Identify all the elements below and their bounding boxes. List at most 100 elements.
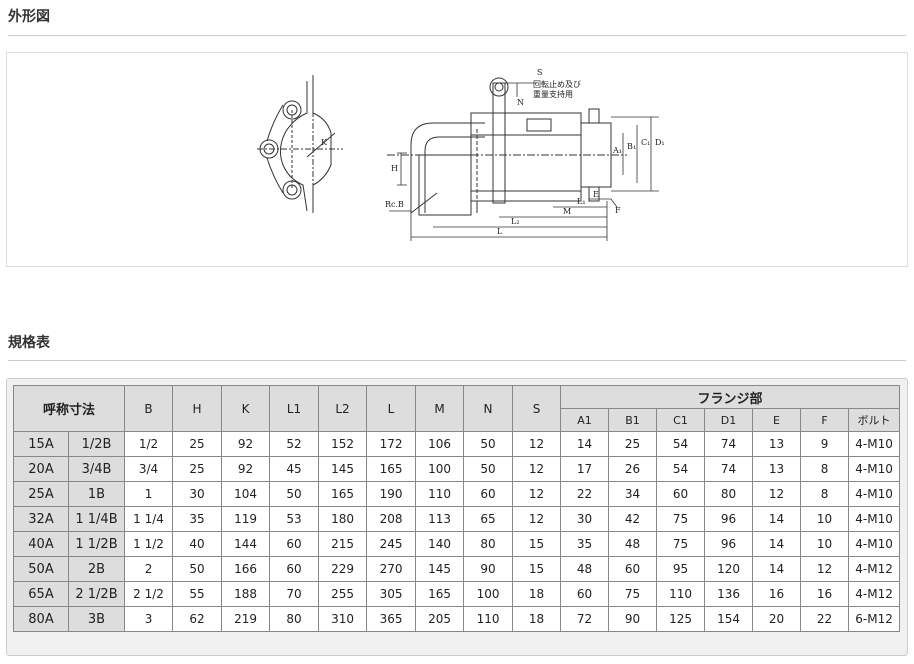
rotary-joint-drawing: S N 回転止め及び 重量支持用 K H A₁ B₁ C₁ D₁ E F L₁ … (257, 68, 665, 241)
table-cell: 45 (269, 456, 320, 482)
table-cell: 12 (512, 481, 562, 507)
dim-label-H: H (391, 164, 398, 173)
table-cell: 22 (800, 606, 850, 632)
table-cell: 1 1/4 (124, 506, 174, 532)
dim-label-S: S (537, 68, 542, 77)
spec-table-panel: 呼称寸法 B H K L1 L2 L M N S フランジ部 A1 B1 C1 … (6, 378, 908, 656)
table-cell: 3/4B (67, 456, 126, 482)
table-cell: 60 (560, 581, 610, 607)
table-cell: 1B (67, 481, 126, 507)
dim-label-F: F (615, 206, 621, 215)
table-cell: 100 (415, 456, 465, 482)
table-cell: 165 (415, 581, 465, 607)
col-header: M (415, 385, 465, 432)
table-cell: 90 (608, 606, 658, 632)
table-cell: 75 (656, 506, 706, 532)
table-cell: 4-M10 (848, 456, 901, 482)
table-cell: 3B (67, 606, 126, 632)
table-cell: 18 (512, 606, 562, 632)
table-cell: 10 (800, 506, 850, 532)
flange-col-header: E (752, 408, 802, 432)
table-cell: 40 (172, 531, 223, 557)
table-cell: 65A (13, 581, 69, 607)
dimension-lines (389, 82, 659, 241)
table-cell: 13 (752, 456, 802, 482)
table-cell: 166 (221, 556, 271, 582)
table-cell: 154 (704, 606, 754, 632)
table-cell: 92 (221, 456, 271, 482)
col-header: L2 (318, 385, 368, 432)
table-cell: 1/2B (67, 431, 126, 457)
flange-col-header: A1 (560, 408, 610, 432)
table-cell: 22 (560, 481, 610, 507)
table-cell: 4-M10 (848, 481, 901, 507)
table-cell: 80 (463, 531, 514, 557)
dim-label-C1: C₁ (641, 138, 650, 147)
table-cell: 60 (608, 556, 658, 582)
note-weight-support: 重量支持用 (533, 89, 573, 99)
dim-label-L1: L₁ (577, 197, 586, 206)
joint-side-view (387, 77, 627, 216)
table-cell: 165 (366, 456, 417, 482)
table-cell: 54 (656, 456, 706, 482)
table-cell: 48 (608, 531, 658, 557)
table-cell: 6-M12 (848, 606, 901, 632)
table-cell: 136 (704, 581, 754, 607)
size-header: 呼称寸法 (12, 385, 126, 432)
table-cell: 205 (415, 606, 465, 632)
dim-label-D1: D₁ (655, 138, 665, 147)
note-rotation-stop: 回転止め及び (533, 79, 581, 89)
table-cell: 65 (463, 506, 514, 532)
table-cell: 60 (656, 481, 706, 507)
table-cell: 16 (752, 581, 802, 607)
table-cell: 60 (269, 556, 320, 582)
table-cell: 80 (269, 606, 320, 632)
table-cell: 30 (560, 506, 610, 532)
table-cell: 35 (560, 531, 610, 557)
table-cell: 1 1/4B (67, 506, 126, 532)
table-cell: 113 (415, 506, 465, 532)
table-cell: 15 (512, 531, 562, 557)
flange-header: フランジ部 (560, 385, 901, 409)
table-cell: 50 (463, 456, 514, 482)
table-cell: 50 (269, 481, 320, 507)
table-cell: 1/2 (124, 431, 174, 457)
spec-section-title: 規格表 (8, 335, 50, 351)
flange-col-header: F (800, 408, 850, 432)
table-cell: 74 (704, 456, 754, 482)
table-cell: 32A (13, 506, 69, 532)
dim-label-K: K (321, 138, 328, 147)
table-cell: 30 (172, 481, 223, 507)
header-row: 呼称寸法 B H K L1 L2 L M N S フランジ部 (12, 385, 901, 432)
flange-col-header: D1 (704, 408, 754, 432)
table-cell: 70 (269, 581, 320, 607)
table-cell: 90 (463, 556, 514, 582)
table-cell: 188 (221, 581, 271, 607)
table-cell: 12 (800, 556, 850, 582)
table-cell: 25 (608, 431, 658, 457)
table-cell: 2 (124, 556, 174, 582)
table-cell: 2 1/2 (124, 581, 174, 607)
table-cell: 172 (366, 431, 417, 457)
table-cell: 270 (366, 556, 417, 582)
table-cell: 75 (656, 531, 706, 557)
flange-col-header: ボルト (848, 408, 901, 432)
table-cell: 144 (221, 531, 271, 557)
table-cell: 125 (656, 606, 706, 632)
table-cell: 104 (221, 481, 271, 507)
table-cell: 1 (124, 481, 174, 507)
table-cell: 18 (512, 581, 562, 607)
table-cell: 165 (318, 481, 368, 507)
table-cell: 12 (512, 431, 562, 457)
table-cell: 60 (269, 531, 320, 557)
table-cell: 1 1/2B (67, 531, 126, 557)
table-cell: 80A (13, 606, 69, 632)
table-cell: 106 (415, 431, 465, 457)
table-cell: 74 (704, 431, 754, 457)
table-cell: 62 (172, 606, 223, 632)
table-cell: 110 (415, 481, 465, 507)
